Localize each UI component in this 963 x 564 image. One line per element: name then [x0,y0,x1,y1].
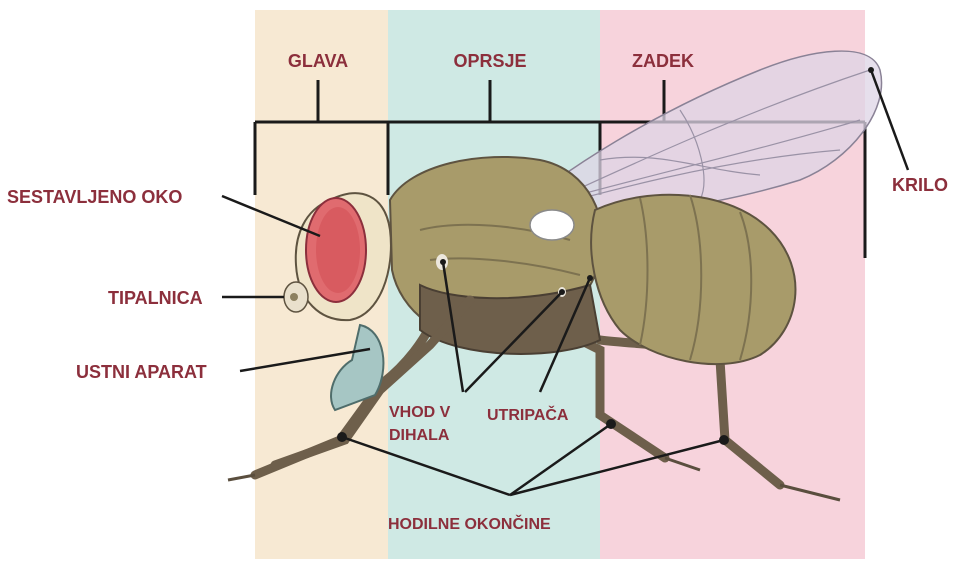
label-spiracle-line1: VHOD V [389,404,451,421]
palp-center [290,293,298,301]
label-legs: HODILNE OKONČINE [388,514,551,533]
label-haltere: UTRIPAČA [487,405,569,424]
label-spiracle-line2: DIHALA [389,427,450,444]
label-abdomen: ZADEK [632,51,694,71]
label-palp: TIPALNICA [108,288,203,308]
compound-eye-inner [316,207,360,293]
label-thorax: OPRSJE [453,51,526,71]
label-head: GLAVA [288,51,348,71]
label-wing: KRILO [892,175,948,195]
label-mouthparts: USTNI APARAT [76,362,207,382]
haltere-shape [530,210,574,240]
label-compound-eye: SESTAVLJENO OKO [7,187,182,207]
